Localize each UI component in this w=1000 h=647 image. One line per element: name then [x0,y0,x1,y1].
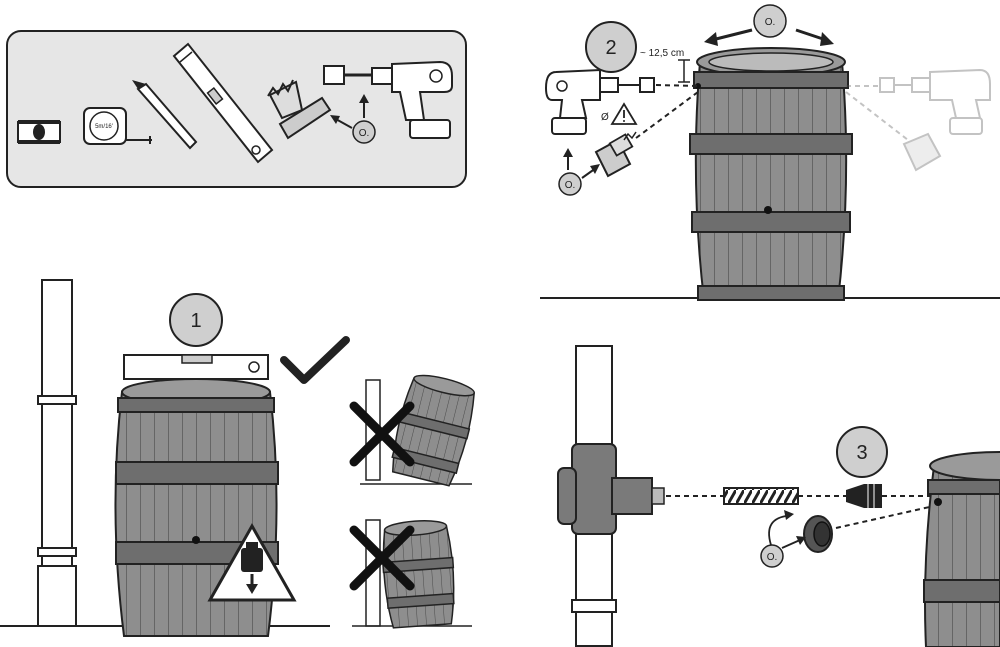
connector-icon [846,484,882,508]
downpipe-step1 [37,279,77,627]
spool-icon [17,120,61,144]
rotate-arrows: O. [704,4,834,46]
distance-label: ~ 12,5 cm [640,48,684,59]
step2-circle-label: O. [565,180,576,191]
gasket-icon [803,515,833,553]
barrel-step3 [923,451,1000,647]
step-3-section: 3 O. [557,345,1000,647]
cross-icon [349,525,415,591]
step-2-badge: 2 [585,21,637,73]
downpipe-step3 [557,345,665,647]
weight-warning-icon [207,522,297,602]
rain-collector [571,443,617,535]
hole-saw-icon [267,79,332,140]
tape-measure-icon: 5m/16' [83,107,152,145]
drill-icon [323,60,453,139]
cross-icon [349,401,415,467]
step-3-number: 3 [856,442,867,464]
step-2-section: O. 2 ~ 12,5 cm Ø [540,4,1000,301]
barrel-step2 [689,47,853,301]
step-1-badge: 1 [169,293,223,347]
pencil-icon [132,80,198,150]
drill-step2 [544,68,655,135]
wrong-example-tilted [349,374,475,487]
tool-panel: 5m/16' [6,30,467,188]
rotate-circle [753,4,787,38]
spirit-level-icon [172,42,274,164]
hose-icon [723,487,799,505]
mark-hole [764,206,772,214]
step3-small-circle: O. [760,544,784,568]
step-3-badge: 3 [836,426,888,478]
rotate-label: O. [765,17,776,28]
drill-point [695,83,701,89]
wrong-example-sunk [349,519,472,629]
check-icon [280,336,350,384]
panel-small-circle: O. [352,120,376,144]
tape-label: 5m/16' [95,124,113,130]
panel-circle-label: O. [359,128,370,139]
step3-circle-label: O. [767,552,778,563]
step-1-number: 1 [190,310,201,332]
ghost-drill [845,68,991,172]
diameter-label: Ø [601,112,609,123]
warning-icon [610,102,638,125]
step-2-number: 2 [605,37,616,59]
drill-line [655,84,699,87]
saw-line [635,91,699,139]
panel-arrows [330,94,369,129]
step2-small-circle: O. [558,148,600,196]
step-1-section: 1 [0,279,475,637]
hole-saw-step2 [594,131,637,178]
level-on-barrel [123,354,269,380]
